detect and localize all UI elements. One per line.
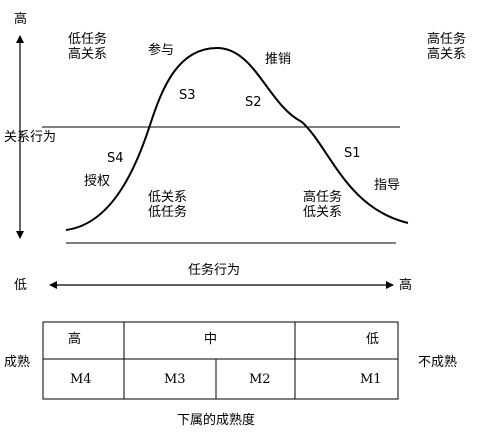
style-s4-code: S4 (107, 151, 124, 166)
leadership-curve (65, 46, 409, 231)
maturity-level-medium: 中 (204, 332, 218, 347)
maturity-table (42, 321, 399, 400)
quadrant-top-left-label: 低任务 高关系 (68, 32, 108, 62)
style-s3-name: 参与 (148, 43, 175, 58)
style-s1-name: 指导 (374, 178, 401, 193)
x-axis-title: 任务行为 (188, 263, 241, 278)
maturity-stage-m1: M1 (360, 372, 382, 387)
maturity-level-high: 高 (68, 332, 82, 347)
style-s1-code: S1 (344, 146, 361, 161)
x-axis-low-label: 低 (14, 278, 28, 293)
style-s3-code: S3 (179, 88, 196, 103)
quadrant-top-right-label: 高任务 高关系 (427, 32, 467, 62)
maturity-stage-m3: M3 (164, 372, 186, 387)
style-s2-name: 推销 (265, 52, 292, 67)
maturity-stage-m2: M2 (249, 372, 271, 387)
x-axis-high-label: 高 (399, 278, 413, 293)
maturity-level-low: 低 (366, 332, 380, 347)
quadrant-inner-left-label: 低关系 低任务 (148, 190, 188, 220)
maturity-right-label: 不成熟 (418, 355, 458, 370)
y-axis-high-label: 高 (14, 12, 28, 27)
quadrant-inner-right-label: 高任务 低关系 (303, 190, 343, 220)
y-axis-title: 关系行为 (4, 130, 57, 145)
style-s4-name: 授权 (84, 174, 111, 189)
maturity-caption: 下属的成熟度 (177, 413, 256, 428)
style-s2-code: S2 (245, 95, 262, 110)
maturity-left-label: 成熟 (4, 355, 31, 370)
maturity-stage-m4: M4 (70, 372, 92, 387)
